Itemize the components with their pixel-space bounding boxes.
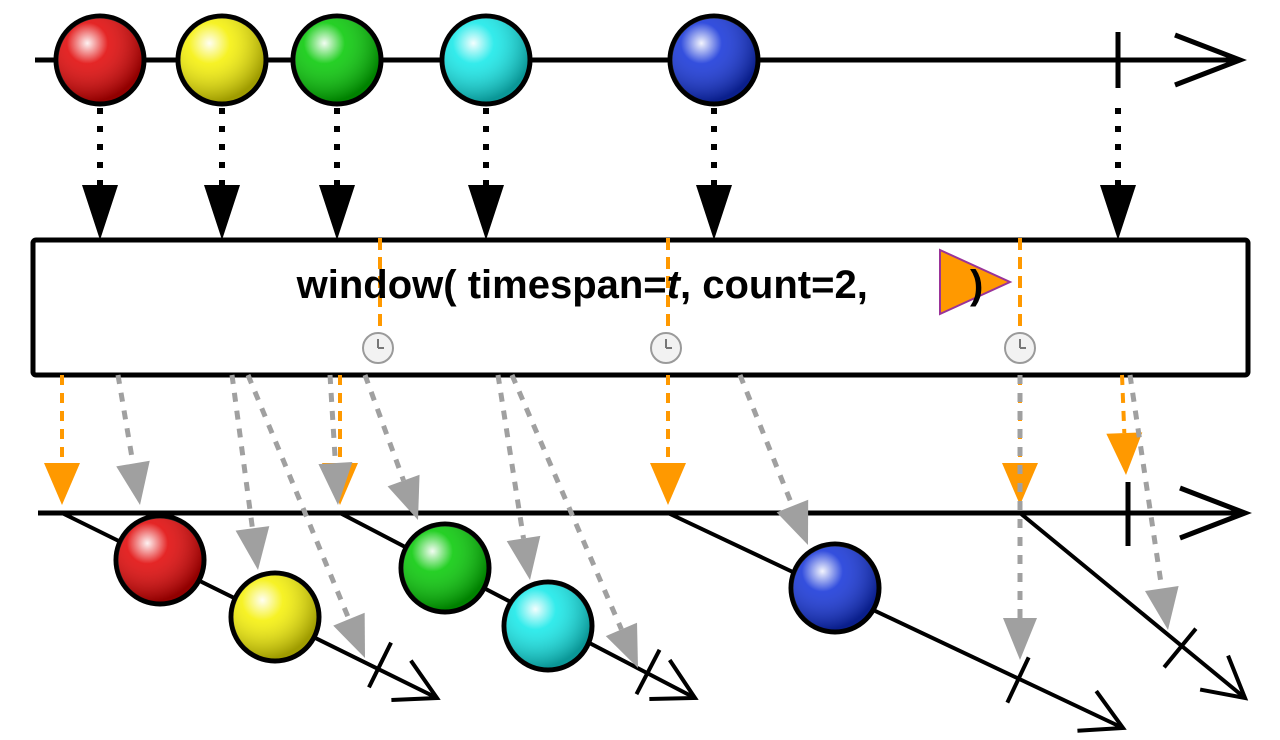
item-arrow-5: [362, 374, 420, 520]
arrow-head: [1144, 585, 1179, 630]
input-arrow-6: [1100, 108, 1136, 240]
item-arrow-9: [1003, 375, 1037, 660]
window-marble-blue: [788, 541, 882, 635]
window-stream-1: [61, 511, 441, 703]
arrow-head: [1100, 185, 1136, 240]
window-marble-green: [398, 521, 492, 615]
arrow-head: [44, 463, 80, 505]
window-open-arrow-5: [1106, 374, 1143, 475]
item-arrow-3: [245, 374, 365, 658]
item-arrow-4: [318, 374, 353, 505]
marble-shine: [295, 18, 379, 102]
source-marble-green: [290, 13, 384, 107]
arrow-head: [506, 535, 541, 580]
item-arrow-7: [509, 374, 638, 668]
window-stream-2: [339, 511, 699, 702]
input-arrows: [82, 108, 1136, 240]
source-marbles: [53, 13, 761, 107]
window-streams: [61, 511, 1249, 733]
arrow-head: [116, 460, 150, 505]
window-complete-mark: [367, 641, 393, 689]
marble-shine: [793, 546, 877, 630]
item-arrow-6: [495, 374, 541, 580]
window-line: [1018, 511, 1247, 700]
window-marble-yellow: [228, 570, 322, 664]
window-complete-mark: [1162, 627, 1198, 669]
marble-shine: [233, 575, 317, 659]
scheduler-icon: [939, 248, 1013, 316]
clock-icon: [1004, 332, 1036, 364]
input-arrow-2: [204, 108, 240, 240]
window-marble-red: [113, 513, 207, 607]
window-open-arrow-1: [44, 375, 80, 505]
source-marble-red: [53, 13, 147, 107]
window-open-arrow-3: [650, 375, 686, 505]
window-arrowhead: [1199, 654, 1249, 701]
marble-shine: [672, 18, 756, 102]
source-marble-yellow: [175, 13, 269, 107]
arrow-head: [605, 622, 638, 668]
window-stream-4: [1018, 511, 1249, 701]
window-arrowhead: [649, 658, 699, 702]
clock-icon: [650, 332, 682, 364]
clock-icons: [362, 332, 1036, 364]
arrow-head: [387, 474, 420, 520]
item-arrow-1: [115, 374, 150, 505]
input-arrow-5: [696, 108, 732, 240]
arrow-head: [776, 499, 809, 545]
arrow-head: [650, 463, 686, 505]
source-marble-blue: [667, 13, 761, 107]
arrow-head: [82, 185, 118, 240]
arrow-head: [319, 185, 355, 240]
item-arrow-10: [1127, 374, 1179, 630]
window-arrowhead: [391, 659, 441, 703]
arrow-shaft: [737, 374, 795, 507]
item-arrow-8: [737, 374, 809, 545]
arrow-shaft: [115, 374, 136, 465]
marble-shine: [58, 18, 142, 102]
arrow-head: [204, 185, 240, 240]
window-line: [667, 511, 1124, 730]
output-arrows: [44, 374, 1179, 668]
marble-shine: [180, 18, 264, 102]
marble-shine: [403, 526, 487, 610]
window-complete-mark: [1005, 656, 1031, 704]
arrow-head: [318, 462, 353, 505]
marble-shine: [118, 518, 202, 602]
input-arrow-4: [468, 108, 504, 240]
arrow-shaft: [362, 374, 406, 482]
marble-shine: [506, 584, 590, 668]
arrow-head: [1003, 618, 1037, 660]
operator-box: [30, 237, 1251, 378]
arrow-shaft: [245, 374, 352, 621]
arrow-shaft: [327, 374, 338, 464]
arrow-head: [468, 185, 504, 240]
window-arrowhead: [1077, 689, 1127, 733]
clock-icon: [362, 332, 394, 364]
arrow-head: [235, 526, 270, 570]
window-marble-cyan: [501, 579, 595, 673]
arrow-shaft: [1127, 374, 1165, 589]
output-timeline: [38, 482, 1252, 546]
item-arrow-2: [229, 374, 270, 570]
input-arrow-1: [82, 108, 118, 240]
arrow-shaft: [229, 374, 255, 529]
window-stream-3: [667, 511, 1127, 733]
arrow-head: [1106, 432, 1143, 475]
window-complete-mark: [634, 648, 662, 696]
play-icon: [939, 248, 1013, 316]
source-marble-cyan: [439, 13, 533, 107]
input-arrow-3: [319, 108, 355, 240]
timer-lines: [378, 238, 1022, 340]
marble-shine: [444, 18, 528, 102]
arrow-shaft: [1120, 374, 1127, 434]
arrow-head: [333, 612, 365, 658]
arrow-head: [696, 185, 732, 240]
